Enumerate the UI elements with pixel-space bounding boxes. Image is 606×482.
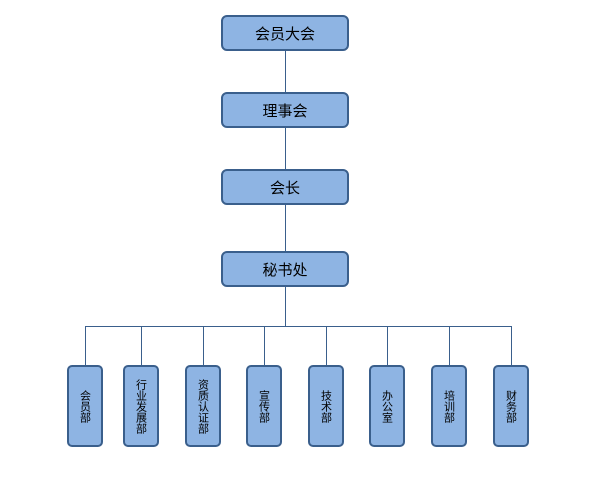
department-bus-line bbox=[85, 326, 511, 327]
department-label: 培训部 bbox=[442, 389, 456, 423]
connector-secretariat-bus bbox=[285, 287, 286, 326]
department-box-publicity: 宣传部 bbox=[246, 365, 282, 447]
general-assembly-label: 会员大会 bbox=[254, 24, 315, 43]
department-label: 会员部 bbox=[78, 389, 92, 423]
department-box-training: 培训部 bbox=[431, 365, 467, 447]
connector-assembly-council bbox=[285, 51, 286, 93]
council-box: 理事会 bbox=[221, 92, 349, 128]
general-assembly-box: 会员大会 bbox=[221, 15, 349, 51]
department-box-qualification-certification: 资质认证部 bbox=[185, 365, 221, 447]
drop-line bbox=[511, 326, 512, 365]
connector-president-secretariat bbox=[285, 205, 286, 252]
drop-line bbox=[85, 326, 86, 365]
department-box-industry-development: 行业发展部 bbox=[123, 365, 159, 447]
department-box-technology: 技术部 bbox=[308, 365, 344, 447]
department-box-finance: 财务部 bbox=[493, 365, 529, 447]
president-box: 会长 bbox=[221, 169, 349, 205]
department-label: 行业发展部 bbox=[134, 378, 148, 434]
department-label: 财务部 bbox=[504, 389, 518, 423]
president-label: 会长 bbox=[269, 178, 300, 197]
connector-council-president bbox=[285, 128, 286, 170]
drop-line bbox=[203, 326, 204, 365]
drop-line bbox=[264, 326, 265, 365]
department-box-office: 办公室 bbox=[369, 365, 405, 447]
council-label: 理事会 bbox=[262, 101, 308, 120]
department-label: 办公室 bbox=[380, 389, 394, 423]
drop-line bbox=[141, 326, 142, 365]
secretariat-box: 秘书处 bbox=[221, 251, 349, 287]
department-label: 资质认证部 bbox=[196, 378, 210, 434]
department-label: 技术部 bbox=[319, 389, 333, 423]
drop-line bbox=[326, 326, 327, 365]
drop-line bbox=[387, 326, 388, 365]
secretariat-label: 秘书处 bbox=[262, 260, 308, 279]
department-label: 宣传部 bbox=[257, 389, 271, 423]
department-box-membership: 会员部 bbox=[67, 365, 103, 447]
drop-line bbox=[449, 326, 450, 365]
